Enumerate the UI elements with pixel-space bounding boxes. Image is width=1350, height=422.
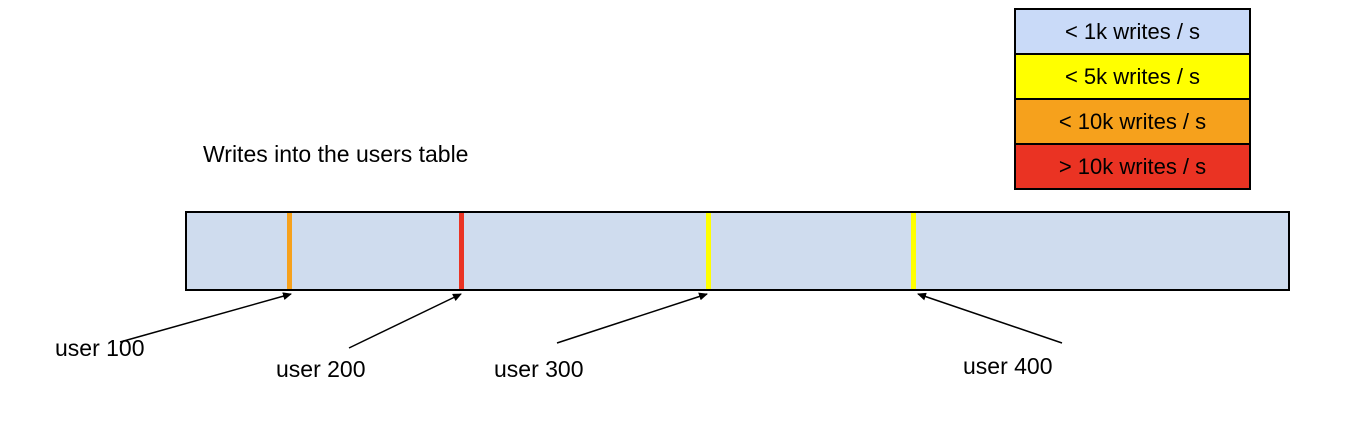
diagram-title: Writes into the users table: [203, 141, 469, 167]
users-table-bar: [185, 211, 1290, 291]
arrow-user-200: [348, 293, 462, 349]
label-user-100: user 100: [55, 335, 145, 361]
write-mark-user-300: [706, 213, 711, 289]
write-mark-user-400: [911, 213, 916, 289]
label-user-400: user 400: [963, 353, 1053, 379]
arrow-user-100: [119, 292, 292, 343]
legend-item-gt-10k: > 10k writes / s: [1014, 143, 1251, 190]
legend-item-lt-5k: < 5k writes / s: [1014, 53, 1251, 100]
write-mark-user-200: [459, 213, 464, 289]
legend-item-lt-10k: < 10k writes / s: [1014, 98, 1251, 145]
write-mark-user-100: [287, 213, 292, 289]
arrow-user-300: [556, 292, 708, 344]
label-user-300: user 300: [494, 356, 584, 382]
label-user-200: user 200: [276, 356, 366, 382]
arrow-user-400: [917, 292, 1063, 344]
legend: < 1k writes / s < 5k writes / s < 10k wr…: [1014, 8, 1251, 190]
legend-item-lt-1k: < 1k writes / s: [1014, 8, 1251, 55]
